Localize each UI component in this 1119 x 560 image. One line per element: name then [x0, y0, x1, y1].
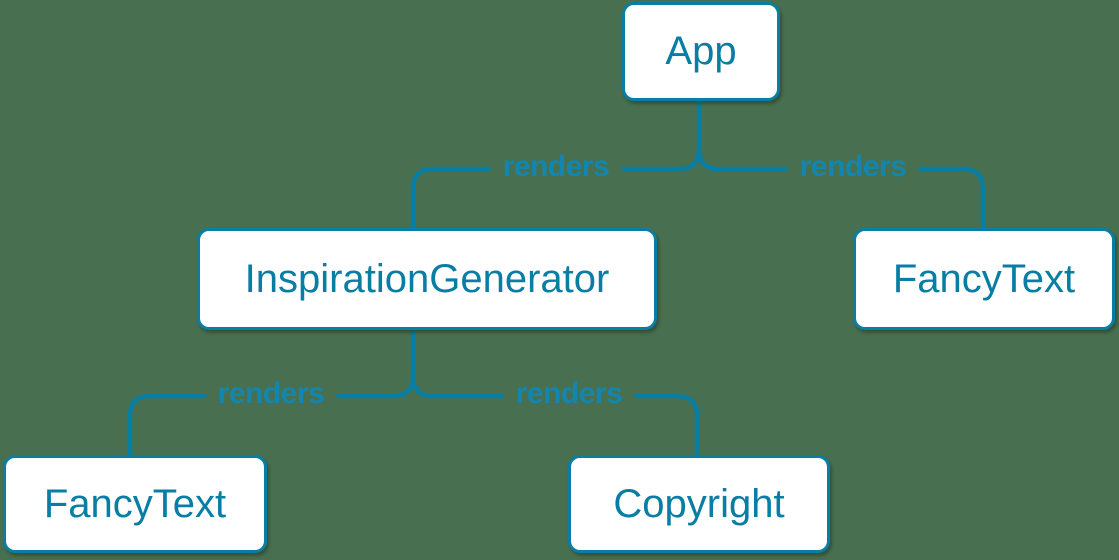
- edge-label-renders: renders: [205, 377, 337, 411]
- tree-node-app: App: [622, 2, 780, 101]
- edge-inspiration-generator-to-copyright: [410, 375, 700, 456]
- edge-app-to-inspiration-generator: [410, 148, 702, 229]
- tree-node-copyright-label: Copyright: [613, 481, 785, 526]
- edge-inspiration-generator-to-fancy-text: [127, 375, 416, 456]
- tree-node-copyright: Copyright: [568, 455, 830, 553]
- tree-node-inspiration-generator: InspirationGenerator: [197, 228, 657, 330]
- edge-label-renders: renders: [503, 377, 635, 411]
- edge-label-renders: renders: [787, 150, 919, 184]
- edge-label-renders: renders: [490, 150, 622, 184]
- tree-node-app-label: App: [665, 29, 737, 73]
- edge-app-to-fancy-text: [696, 148, 986, 229]
- tree-node-fancy-text-bottom-label: FancyText: [43, 481, 227, 526]
- tree-node-fancy-text-top: FancyText: [853, 228, 1115, 330]
- tree-node-fancy-text-top-label: FancyText: [892, 256, 1076, 301]
- tree-node-inspiration-generator-label: InspirationGenerator: [244, 256, 610, 301]
- tree-node-fancy-text-bottom: FancyText: [3, 455, 267, 553]
